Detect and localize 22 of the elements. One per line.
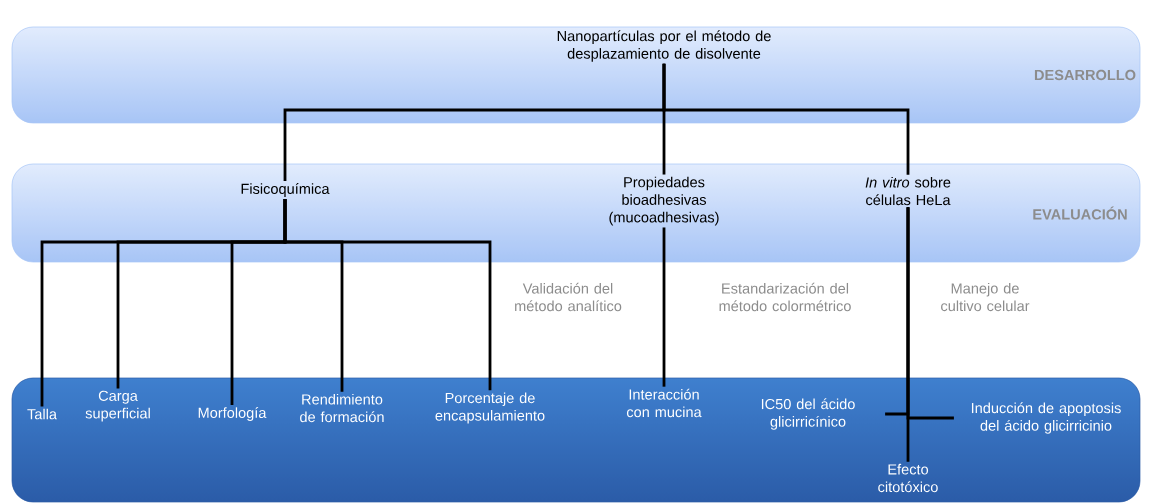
band-label: EVALUACIÓN (1033, 206, 1127, 220)
node-text: Propiedades bioadhesivas (mucoadhesivas) (609, 176, 719, 226)
node-text: Efecto citotóxico (878, 463, 938, 493)
band-label: DESARROLLO (1034, 69, 1136, 81)
node-text: Carga superficial (85, 390, 150, 422)
connector-line (906, 207, 910, 462)
connector-line (662, 63, 910, 175)
node-text: Fisicoquímica (241, 183, 330, 197)
node-text: Morfología (198, 407, 267, 421)
node-text: Porcentaje de encapsulamiento (435, 392, 545, 424)
connector-line (662, 227, 666, 387)
node-text: Nanopartículas por el método de desplazamiento de disolvente (557, 30, 771, 62)
node-text: Inducción de apoptosis del ácido glicirricinio (971, 402, 1121, 434)
connector-line (283, 199, 492, 391)
node-text: IC50 del ácido glicirricínico (761, 398, 855, 430)
node-text: Rendimiento de formación (300, 393, 384, 423)
note-text: Estandarización del método colormétrico (719, 282, 851, 312)
node-text: Interacción con mucina (626, 388, 702, 418)
note-text: Validación del método analítico (515, 282, 622, 312)
node-text: In vitro sobre células HeLa (865, 176, 951, 206)
node-text: Talla (27, 408, 57, 420)
note-text: Manejo de cultivo celular (941, 282, 1030, 312)
